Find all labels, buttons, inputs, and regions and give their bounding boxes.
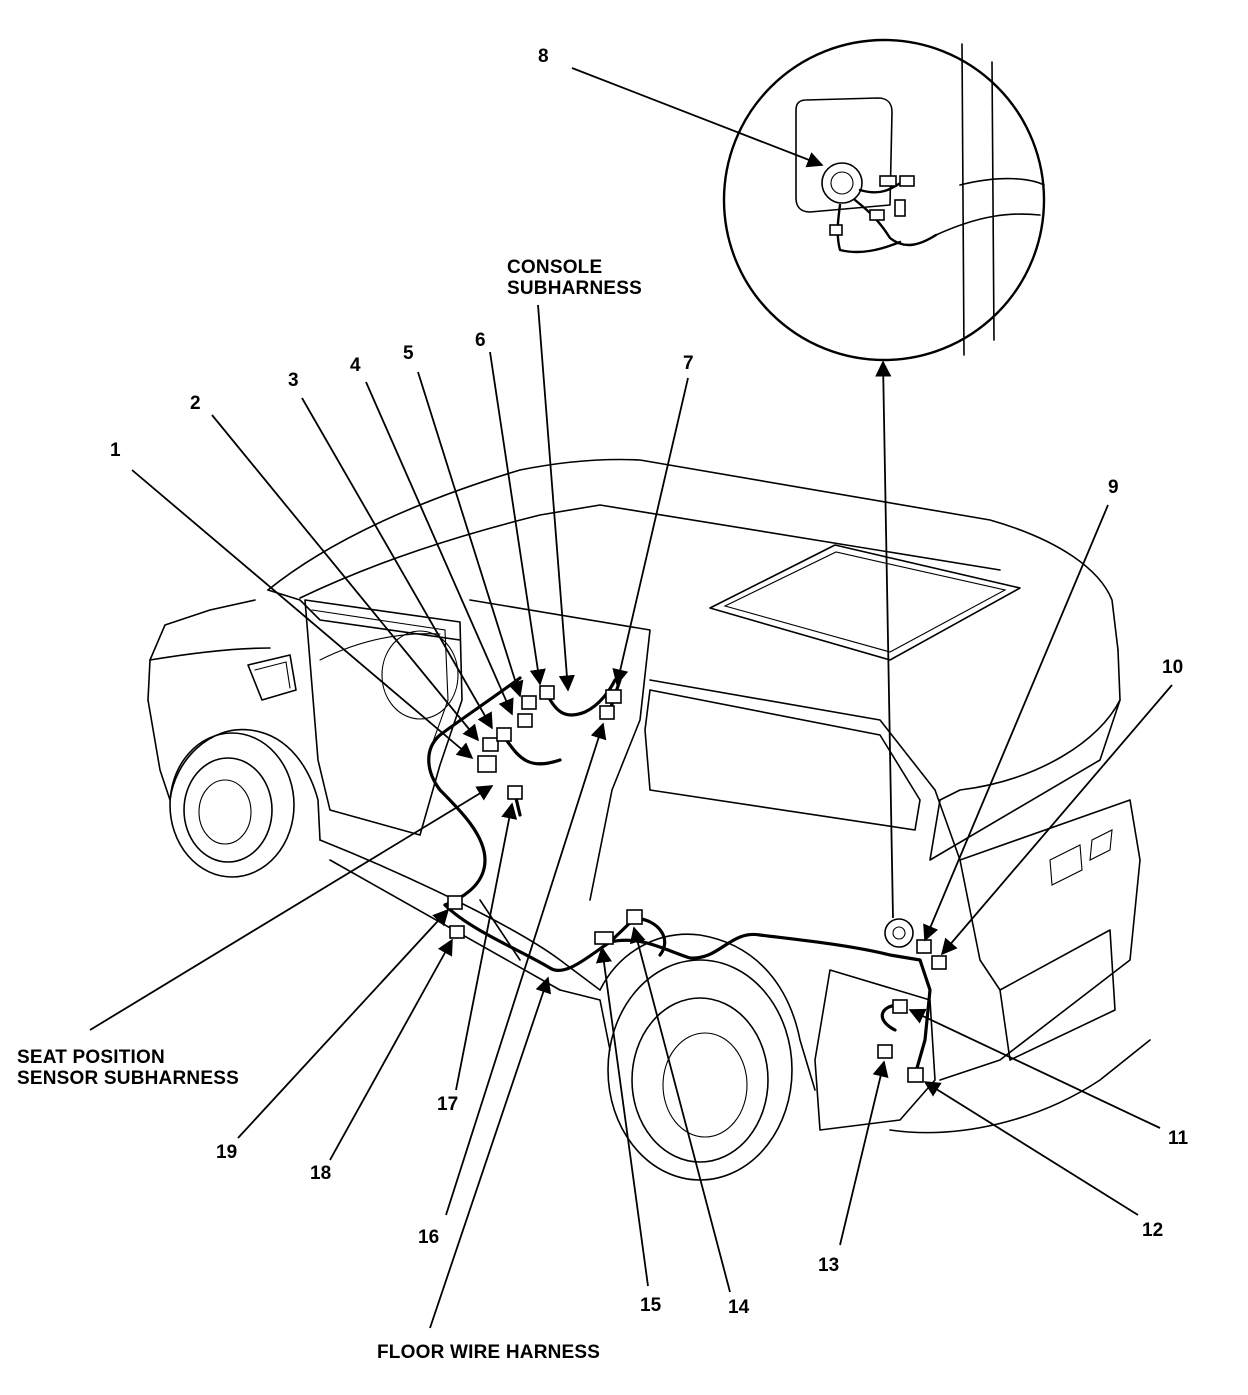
connector-15 <box>594 931 614 945</box>
floor-wire-harness-route <box>427 676 932 1077</box>
callout-14: 14 <box>728 1297 750 1318</box>
connector-2 <box>482 737 499 752</box>
seat-position-label-line1: SEAT POSITION <box>17 1047 165 1068</box>
connector-17 <box>507 785 523 800</box>
connector-12 <box>907 1067 924 1083</box>
callout-13: 13 <box>818 1255 840 1276</box>
connector-14 <box>626 909 643 925</box>
connector-5 <box>521 695 537 710</box>
leader-lines <box>89 67 1173 1329</box>
callout-16: 16 <box>418 1227 440 1248</box>
callout-18: 18 <box>310 1163 332 1184</box>
connector-10 <box>931 955 947 970</box>
callout-9: 9 <box>1108 477 1119 498</box>
callout-5: 5 <box>403 343 414 364</box>
connector-3 <box>496 727 512 742</box>
connector-1 <box>477 755 497 773</box>
detail-inset <box>722 38 1046 362</box>
callout-1: 1 <box>110 440 121 461</box>
connector-6 <box>539 685 555 700</box>
callout-19: 19 <box>216 1142 238 1163</box>
connector-18 <box>449 925 465 939</box>
floor-wire-harness-label: FLOOR WIRE HARNESS <box>377 1342 601 1363</box>
connector-9 <box>916 939 932 954</box>
callout-8: 8 <box>538 46 549 67</box>
connector-8-ground <box>884 918 914 948</box>
callout-10: 10 <box>1162 657 1184 678</box>
callout-2: 2 <box>190 393 201 414</box>
vehicle-body <box>147 458 1151 1181</box>
seat-position-label-line2: SENSOR SUBHARNESS <box>17 1068 239 1089</box>
callout-7: 7 <box>683 353 694 374</box>
callout-15: 15 <box>640 1295 662 1316</box>
connector-4 <box>517 713 533 728</box>
callout-12: 12 <box>1142 1220 1164 1241</box>
callout-11: 11 <box>1168 1128 1189 1149</box>
harness-connectors <box>447 685 947 1083</box>
callout-4: 4 <box>350 355 361 376</box>
console-subharness-label-line1: CONSOLE <box>507 257 603 278</box>
callout-17: 17 <box>437 1094 459 1115</box>
connector-13 <box>877 1044 893 1059</box>
connector-11 <box>892 999 908 1014</box>
connector-16 <box>599 705 615 720</box>
connector-19 <box>447 895 463 910</box>
callout-3: 3 <box>288 370 299 391</box>
console-subharness-label-line2: SUBHARNESS <box>507 278 643 299</box>
connector-7 <box>605 689 622 704</box>
callout-6: 6 <box>475 330 486 351</box>
